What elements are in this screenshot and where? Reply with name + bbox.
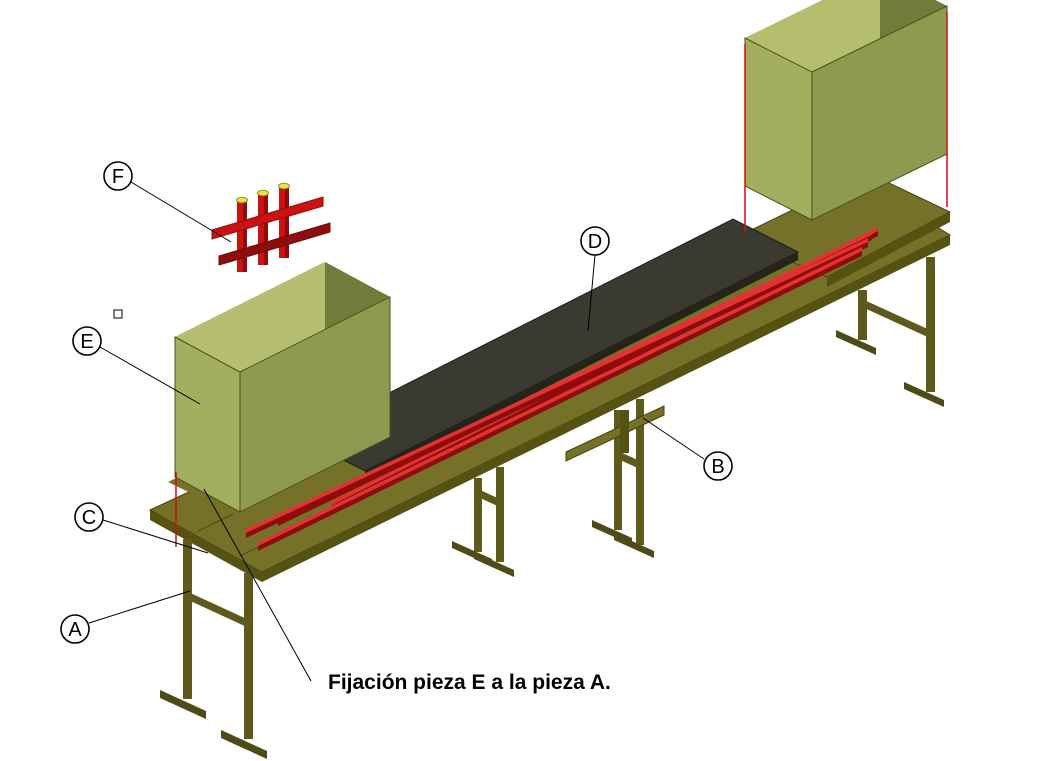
label-d-circle: [580, 226, 610, 256]
label-c-circle: [74, 502, 104, 532]
foot-back-left: [160, 690, 206, 719]
bracket-post: [620, 410, 629, 453]
annotation: Fijación pieza E a la pieza A.: [203, 488, 611, 694]
foot-right-front: [904, 382, 944, 407]
label-a-text: A: [68, 619, 82, 641]
label-d: D: [580, 226, 610, 332]
tabletop-left-end-face: [150, 510, 262, 582]
label-e-circle: [72, 326, 102, 356]
leg-back-left: [183, 539, 192, 699]
brace-left: [186, 591, 249, 628]
f-cylinder-cap: [236, 196, 248, 204]
label-a-leader: [88, 590, 191, 624]
leg-mid2-front: [636, 399, 644, 545]
rail-tube: [246, 238, 868, 533]
label-e: E: [72, 326, 201, 405]
f-cross-bar-lower: [218, 222, 331, 266]
f-cylinder-cap: [278, 182, 290, 190]
leg-mid1-back: [474, 478, 482, 552]
f-cylinder-cap: [257, 189, 269, 197]
label-c-text: C: [82, 507, 96, 529]
label-a: A: [60, 590, 191, 644]
brace-right: [862, 299, 932, 339]
leg-right-front: [926, 257, 935, 392]
support-bracket-b: [565, 405, 665, 462]
annotation-text: Fijación pieza E a la pieza A.: [328, 671, 611, 694]
brace-mid2: [618, 451, 644, 471]
label-f-leader: [130, 181, 232, 243]
small-square-marker: [113, 309, 123, 319]
hopper-box-right: [744, 0, 948, 221]
f-cylinder: [237, 200, 247, 272]
leg-front-left: [244, 573, 253, 739]
foot-front-left: [221, 730, 267, 759]
label-e-leader: [99, 346, 201, 405]
label-b-circle: [703, 451, 733, 481]
rail-tube: [258, 251, 862, 551]
label-d-text: D: [588, 231, 602, 253]
label-f-circle: [103, 161, 133, 191]
f-cylinder-shade: [264, 193, 268, 265]
f-cylinder: [279, 186, 289, 258]
foot-mid1-front: [474, 552, 514, 577]
label-b-leader: [642, 417, 705, 460]
rail-tube: [246, 242, 868, 538]
label-d-leader: [587, 254, 596, 332]
right-platform-front: [827, 212, 950, 287]
label-a-circle: [60, 614, 90, 644]
bracket-beam: [565, 405, 665, 462]
f-cylinder-shade: [243, 200, 247, 272]
leg-mid1-front: [496, 467, 504, 562]
f-cylinder: [258, 193, 268, 265]
label-c-leader: [102, 519, 209, 554]
box-left-face-right: [239, 296, 391, 513]
red-edge-lines: [175, 12, 948, 547]
leg-mid2-back: [614, 410, 622, 530]
f-cylinder-shade: [285, 186, 289, 258]
foot-mid2-front: [614, 533, 654, 558]
tabletop-front-face: [262, 235, 950, 582]
label-f: F: [103, 161, 232, 243]
brace-mid1: [478, 489, 504, 509]
table-legs: [160, 257, 944, 759]
rail-tube: [258, 247, 862, 546]
label-c: C: [74, 502, 209, 554]
leg-right-back: [858, 290, 867, 340]
label-e-text: E: [80, 331, 93, 353]
f-cross-bar-upper: [211, 196, 324, 240]
annotation-leader: [203, 488, 312, 682]
foot-right-back: [836, 330, 876, 355]
labels: F E C A D B: [60, 161, 733, 644]
label-b-text: B: [711, 456, 724, 478]
label-b: B: [642, 417, 733, 481]
red-rails: [246, 227, 878, 551]
hopper-box-left: [174, 262, 391, 513]
part-f-assembly: [211, 182, 331, 272]
label-f-text: F: [112, 166, 124, 188]
plate-front-edge: [365, 252, 798, 479]
